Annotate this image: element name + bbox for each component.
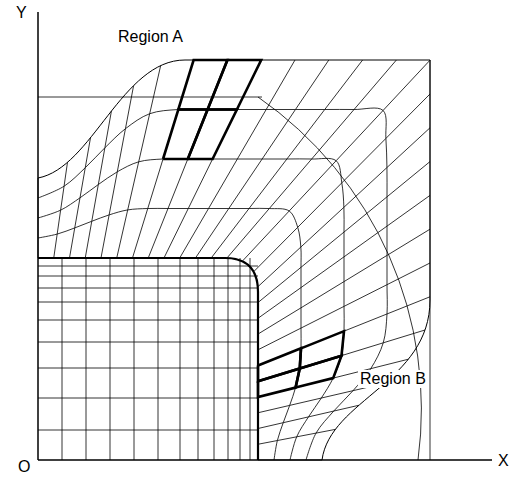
highlighted-element	[178, 60, 227, 110]
mesh-line	[38, 368, 258, 369]
region-label: Region B	[358, 370, 428, 388]
mesh-line	[38, 430, 258, 431]
mesh-boundary	[38, 60, 430, 460]
axes	[38, 12, 492, 460]
mesh-line	[38, 108, 387, 460]
region-label: Region A	[116, 28, 185, 46]
mesh-line	[38, 266, 258, 267]
highlighted-element	[258, 368, 300, 397]
block-boundary	[38, 258, 258, 460]
mesh-line	[38, 208, 301, 460]
square-mesh	[38, 258, 258, 460]
origin-label: O	[16, 458, 32, 476]
highlighted-element	[188, 110, 237, 160]
mesh-line	[38, 158, 344, 460]
axis-label: Y	[14, 4, 29, 22]
highlighted-element	[208, 60, 262, 110]
mesh-line	[38, 320, 258, 321]
axis-label: X	[496, 452, 511, 470]
mesh-line	[38, 398, 258, 399]
mesh-line	[38, 302, 258, 303]
mesh-line	[38, 276, 258, 277]
mesh-line	[38, 288, 258, 289]
highlighted-element	[258, 348, 301, 381]
highlighted-element	[163, 110, 208, 160]
y-axis	[37, 12, 39, 460]
reference-arc	[258, 97, 421, 460]
mesh-line	[38, 342, 258, 343]
reference-line	[38, 97, 262, 98]
x-axis	[38, 459, 492, 461]
highlighted-elements	[163, 60, 344, 397]
deformed-mesh	[38, 60, 430, 460]
highlighted-element	[296, 356, 342, 388]
